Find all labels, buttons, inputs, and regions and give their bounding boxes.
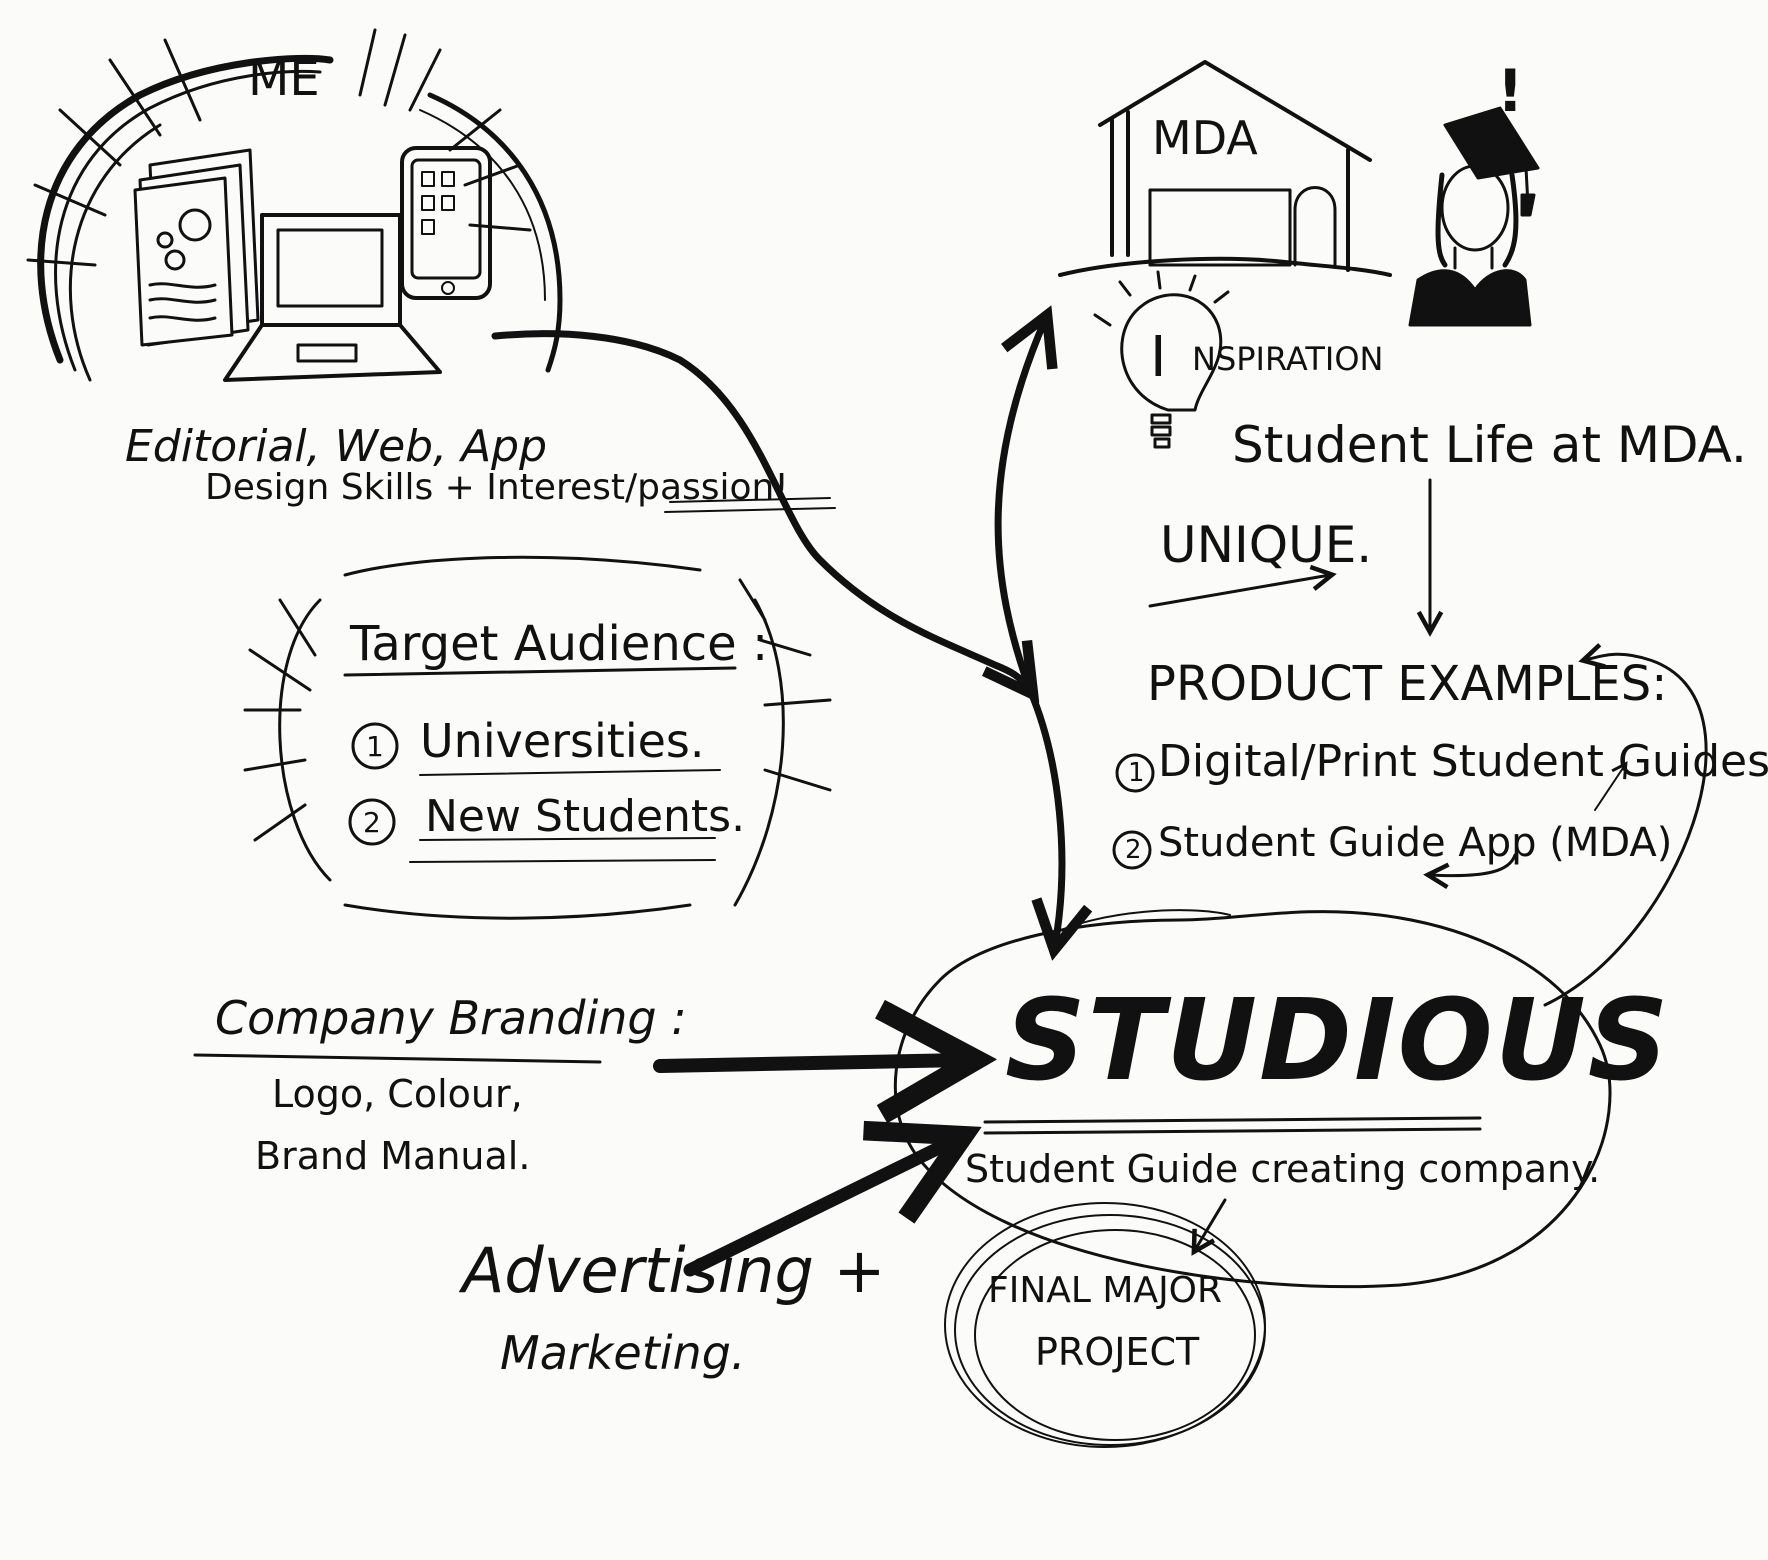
mda-label: MDA <box>1152 111 1258 165</box>
fmp-circle <box>944 1202 1266 1448</box>
target-audience-circle <box>243 555 832 920</box>
audience-1-label: Universities. <box>420 714 705 768</box>
skills-line2: Design Skills + Interest/passion! <box>205 467 789 508</box>
inspiration-text: Student Life at MDA. <box>1232 416 1747 474</box>
product-2-label: Student Guide App (MDA) <box>1158 820 1673 866</box>
skills-line1: Editorial, Web, App <box>125 421 548 472</box>
product-1-num: 1 <box>1128 758 1145 788</box>
studious-title: STUDIOUS <box>1005 976 1671 1106</box>
audience-2-label: New Students. <box>425 791 746 842</box>
advertising-line1: Advertising + <box>462 1234 886 1307</box>
exclaim-mark: ! <box>1497 57 1524 125</box>
inspiration-label: NSPIRATION <box>1192 340 1384 378</box>
audience-heading: Target Audience : <box>350 616 769 672</box>
me-sunburst <box>26 28 563 382</box>
audience-2-num: 2 <box>363 806 381 839</box>
branding-line2: Brand Manual. <box>255 1134 531 1178</box>
school-building-icon <box>1058 60 1392 277</box>
audience-1-num: 1 <box>366 730 384 763</box>
me-label: ME <box>248 51 320 107</box>
connector-arrows <box>491 320 1708 1277</box>
branding-line1: Logo, Colour, <box>272 1072 523 1116</box>
graduate-student-icon <box>1408 106 1540 327</box>
brochure-icon <box>133 148 260 347</box>
studious-subtitle: Student Guide creating company. <box>965 1147 1601 1191</box>
inspiration-initial: I <box>1150 325 1167 390</box>
branding-heading: Company Branding : <box>215 991 687 1045</box>
unique-label: UNIQUE. <box>1160 516 1373 574</box>
fmp-line1: FINAL MAJOR <box>988 1270 1223 1311</box>
fmp-line2: PROJECT <box>1035 1330 1200 1374</box>
product-examples-heading: PRODUCT EXAMPLES: <box>1147 656 1668 712</box>
advertising-line2: Marketing. <box>500 1326 746 1380</box>
product-2-num: 2 <box>1125 835 1142 865</box>
product-1-label: Digital/Print Student Guides. <box>1158 736 1768 787</box>
lightbulb-icon <box>1093 270 1230 449</box>
studious-bubble <box>893 909 1612 1289</box>
phone-icon <box>400 146 492 300</box>
